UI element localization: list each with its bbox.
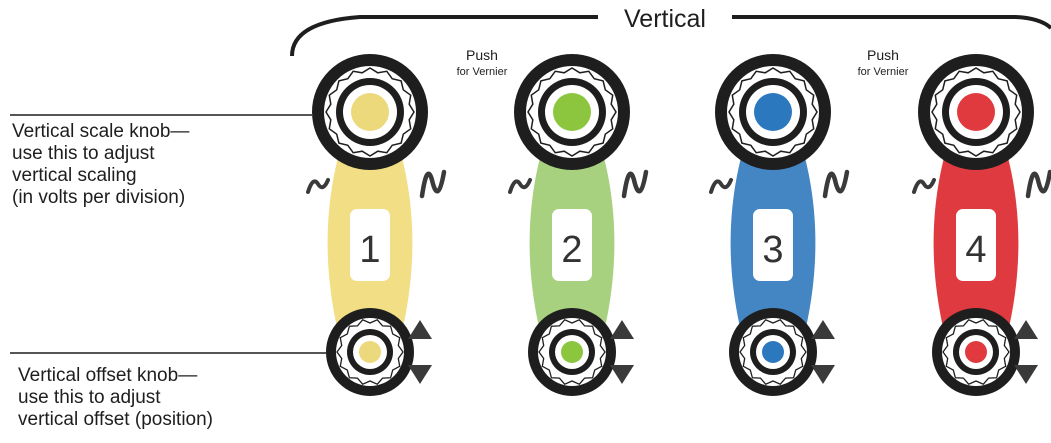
push-label-2: Push (867, 47, 899, 63)
scale-knob-cap (957, 93, 995, 131)
channel-3-offset-knob[interactable] (729, 308, 817, 396)
wave-large-icon (621, 169, 649, 199)
scale-knob-grip (931, 67, 1021, 157)
offset-knob-grip (942, 319, 1010, 385)
scale-knob-cap (553, 93, 591, 131)
offset-knob-grip (336, 319, 404, 385)
wave-large-icon (419, 169, 447, 199)
push-label-1: Push (466, 47, 498, 63)
channel-1-controls: 1 (306, 54, 447, 396)
offset-knob-cap (965, 341, 987, 363)
channel-2-controls: 2 (508, 54, 649, 396)
section-title: Vertical (624, 5, 706, 33)
arrow-down-icon (1014, 365, 1038, 384)
channel-3-number: 3 (762, 229, 783, 271)
arrow-down-icon (811, 365, 835, 384)
channel-3-button[interactable] (753, 209, 793, 281)
wave-large-icon (822, 169, 850, 199)
wave-small-icon (709, 178, 733, 194)
channel-4-number: 4 (965, 229, 986, 271)
channel-4-button[interactable] (956, 209, 996, 281)
offset-knob-cap (359, 341, 381, 363)
scale-knob-grip (325, 67, 415, 157)
offset-knob-callout: Vertical offset knob— use this to adjust… (18, 365, 214, 430)
scale-knob-grip (527, 67, 617, 157)
wave-small-icon (306, 178, 330, 194)
push-sublabel-2: for Vernier (858, 66, 909, 78)
channel-4-offset-knob[interactable] (932, 308, 1020, 396)
wave-large-icon (1025, 169, 1051, 199)
channel-2-number: 2 (561, 229, 582, 271)
arrow-down-icon (610, 365, 634, 384)
scale-knob-grip (728, 67, 818, 157)
wave-small-icon (508, 178, 532, 194)
arrow-up-icon (811, 320, 835, 339)
section-bracket (290, 15, 1051, 57)
arrow-up-icon (408, 320, 432, 339)
channel-3-scale-knob[interactable] (715, 54, 831, 170)
arrow-down-icon (408, 365, 432, 384)
arrow-up-icon (1014, 320, 1038, 339)
channel-1-offset-knob[interactable] (326, 308, 414, 396)
channel-4-controls: 4 (912, 54, 1051, 396)
scale-knob-cap (754, 93, 792, 131)
channel-1-scale-knob[interactable] (312, 54, 428, 170)
push-sublabel-1: for Vernier (457, 66, 508, 78)
offset-knob-grip (739, 319, 807, 385)
offset-knob-grip (538, 319, 606, 385)
wave-small-icon (912, 178, 936, 194)
channel-1-number: 1 (359, 229, 380, 271)
channel-2-scale-knob[interactable] (514, 54, 630, 170)
arrow-up-icon (610, 320, 634, 339)
channel-3-controls: 3 (709, 54, 850, 396)
offset-knob-cap (561, 341, 583, 363)
offset-knob-cap (762, 341, 784, 363)
channel-4-scale-knob[interactable] (918, 54, 1034, 170)
channel-1-button[interactable] (350, 209, 390, 281)
channel-2-offset-knob[interactable] (528, 308, 616, 396)
scale-knob-callout: Vertical scale knob— use this to adjust … (12, 121, 190, 208)
scale-knob-cap (351, 93, 389, 131)
channel-2-button[interactable] (552, 209, 592, 281)
